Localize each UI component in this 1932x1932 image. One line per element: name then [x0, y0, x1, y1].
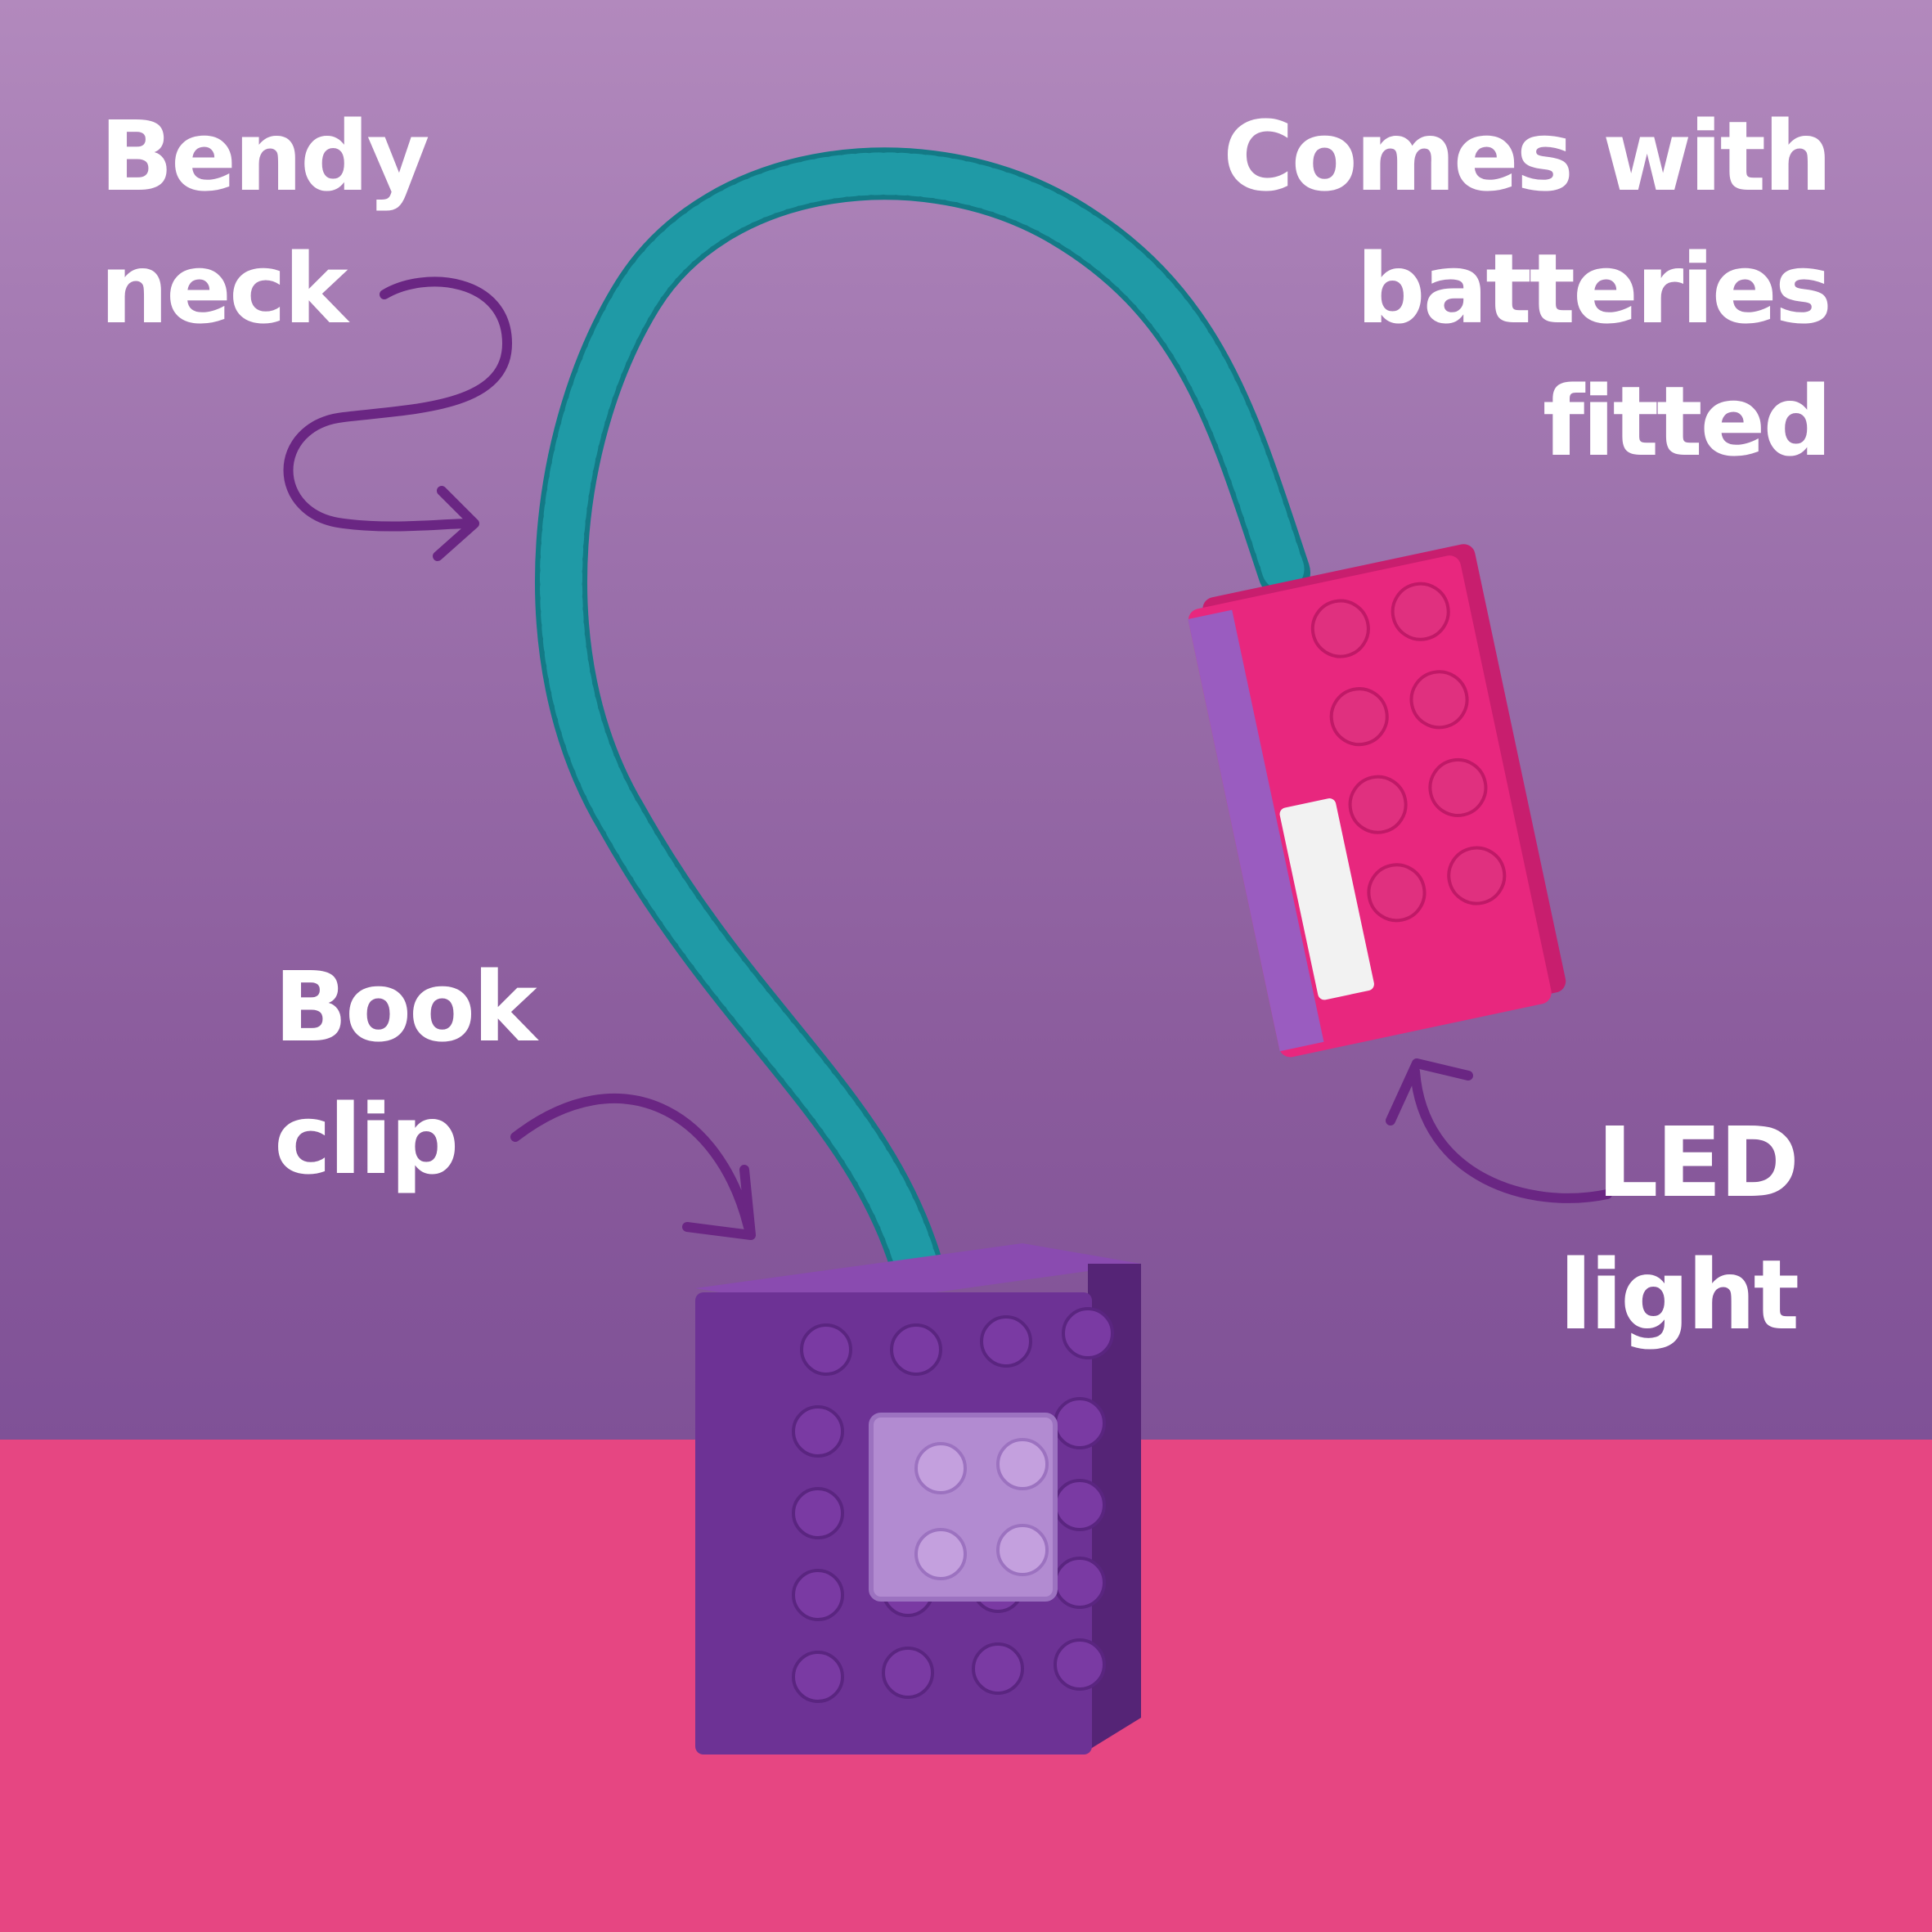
book-clip-brick	[695, 1243, 1141, 1755]
bendy-neck-label: Bendy neck	[100, 100, 429, 345]
led-lens	[1279, 798, 1374, 1000]
led-light-head	[1188, 544, 1566, 1058]
bendy-neck-arrow	[283, 276, 512, 532]
background-gradient	[0, 0, 1932, 1440]
batteries-label: Comes with batteries fitted	[1223, 100, 1832, 478]
led-light-label: LED light	[1559, 1106, 1799, 1351]
led-light-arrow	[1410, 1067, 1612, 1203]
book-clip-label: Book clip	[274, 950, 537, 1196]
book-clip-arrow	[510, 1093, 753, 1232]
